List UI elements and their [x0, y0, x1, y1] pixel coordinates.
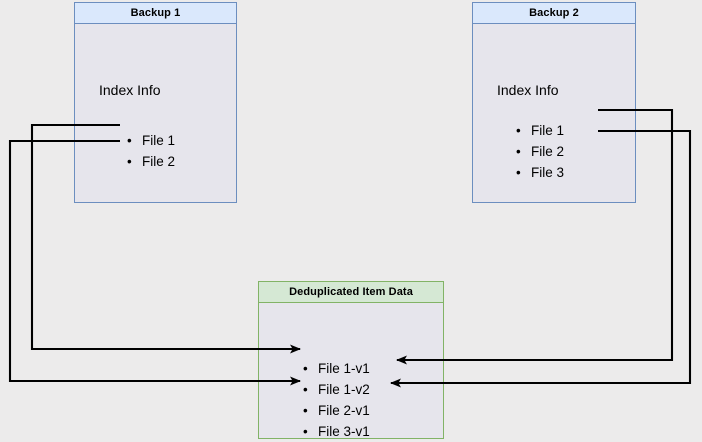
list-item[interactable]: File 2: [127, 151, 175, 172]
backup-2-index-info-label: Index Info: [497, 82, 559, 98]
backup-1-index-info-label: Index Info: [99, 82, 161, 98]
deduplicated-item-list: File 1-v1 File 1-v2 File 2-v1 File 3-v1: [303, 358, 370, 442]
deduplicated-item-data-node[interactable]: Deduplicated Item Data File 1-v1 File 1-…: [258, 281, 444, 442]
list-item[interactable]: File 3: [516, 162, 564, 183]
backup-1-node[interactable]: Backup 1 Index Info File 1 File 2: [74, 2, 237, 203]
list-item[interactable]: File 3-v1: [303, 421, 370, 442]
backup-2-body: Index Info File 1 File 2 File 3: [473, 24, 635, 202]
deduplicated-item-data-header: Deduplicated Item Data: [259, 282, 443, 303]
list-item[interactable]: File 2: [516, 141, 564, 162]
list-item[interactable]: File 1: [516, 120, 564, 141]
backup-2-node[interactable]: Backup 2 Index Info File 1 File 2 File 3: [472, 2, 636, 203]
backup-1-header: Backup 1: [75, 3, 236, 24]
deduplicated-item-data-body: File 1-v1 File 1-v2 File 2-v1 File 3-v1: [259, 303, 443, 442]
list-item[interactable]: File 2-v1: [303, 400, 370, 421]
backup-2-file-list: File 1 File 2 File 3: [516, 120, 564, 183]
list-item[interactable]: File 1: [127, 130, 175, 151]
list-item[interactable]: File 1-v1: [303, 358, 370, 379]
backup-1-file-list: File 1 File 2: [127, 130, 175, 172]
backup-1-body: Index Info File 1 File 2: [75, 24, 236, 202]
list-item[interactable]: File 1-v2: [303, 379, 370, 400]
backup-2-header: Backup 2: [473, 3, 635, 24]
